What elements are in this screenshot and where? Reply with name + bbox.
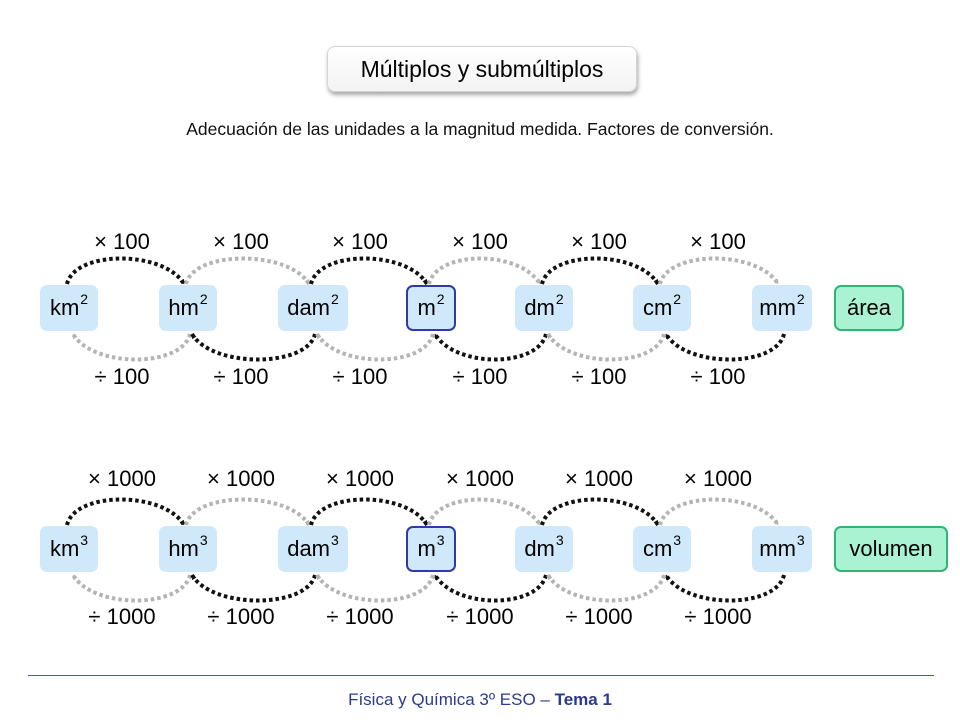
- volume-multiply-arrow: [309, 497, 429, 527]
- area-multiply-label: × 100: [571, 229, 627, 254]
- area-multiply-label: × 100: [690, 229, 746, 254]
- volume-divide-arrow: [190, 573, 317, 603]
- volume-multiply-arrow: [540, 497, 660, 527]
- volume-multiply-arrow: [184, 497, 311, 527]
- area-multiply-label: × 100: [332, 229, 388, 254]
- volume-divide-arrow: [315, 573, 435, 603]
- area-divide-label: ÷ 100: [213, 364, 269, 389]
- area-divide-label: ÷ 100: [571, 364, 627, 389]
- area-multiply-arrow: [65, 256, 186, 286]
- area-divide-arrow: [433, 332, 548, 362]
- volume-multiply-label: × 1000: [446, 466, 514, 491]
- area-divide-label: ÷ 100: [94, 364, 150, 389]
- area-multiply-arrow: [184, 256, 311, 286]
- area-multiply-label: × 100: [94, 229, 150, 254]
- area-multiply-label: × 100: [213, 229, 269, 254]
- volume-multiply-arrow: [65, 497, 186, 527]
- volume-divide-arrow: [546, 573, 666, 603]
- volume-arrows: [65, 497, 786, 603]
- area-multiply-arrow: [309, 256, 429, 286]
- volume-divide-label: ÷ 1000: [207, 604, 275, 629]
- area-divide-label: ÷ 100: [690, 364, 746, 389]
- area-divide-arrow: [315, 332, 435, 362]
- volume-tag: volumen: [834, 526, 948, 572]
- volume-multiply-label: × 1000: [326, 466, 394, 491]
- area-multiply-label: × 100: [452, 229, 508, 254]
- area-divide-arrow: [664, 332, 786, 362]
- volume-divide-label: ÷ 1000: [565, 604, 633, 629]
- volume-divide-arrow: [664, 573, 786, 603]
- volume-divide-label: ÷ 1000: [88, 604, 156, 629]
- volume-multiply-arrow: [427, 497, 542, 527]
- page-title: Múltiplos y submúltiplos: [360, 55, 604, 82]
- footer-separator: –: [535, 690, 555, 709]
- area-multiply-arrow: [427, 256, 542, 286]
- footer-divider: [28, 675, 934, 676]
- area-divide-arrow: [190, 332, 317, 362]
- area-arrows: [65, 256, 786, 362]
- area-divide-label: ÷ 100: [452, 364, 508, 389]
- volume-divide-label: ÷ 1000: [446, 604, 514, 629]
- volume-divide-arrow: [433, 573, 548, 603]
- volume-divide-arrow: [71, 573, 192, 603]
- volume-divide-label: ÷ 1000: [326, 604, 394, 629]
- area-multiply-arrow: [658, 256, 780, 286]
- title-box: Múltiplos y submúltiplos: [327, 46, 637, 92]
- area-multiply-arrow: [540, 256, 660, 286]
- subtitle: Adecuación de las unidades a la magnitud…: [186, 119, 774, 139]
- volume-divide-label: ÷ 1000: [684, 604, 752, 629]
- footer: Física y Química 3º ESO – Tema 1: [0, 690, 960, 710]
- volume-multiply-label: × 1000: [207, 466, 275, 491]
- area-divide-arrow: [71, 332, 192, 362]
- volume-multiply-label: × 1000: [88, 466, 156, 491]
- footer-topic: Tema 1: [554, 690, 612, 709]
- area-divide-arrow: [546, 332, 666, 362]
- volume-multiply-label: × 1000: [565, 466, 633, 491]
- volume-multiply-arrow: [658, 497, 780, 527]
- volume-multiply-label: × 1000: [684, 466, 752, 491]
- area-divide-label: ÷ 100: [332, 364, 388, 389]
- area-tag: área: [834, 285, 904, 331]
- footer-course: Física y Química 3º ESO: [348, 690, 536, 709]
